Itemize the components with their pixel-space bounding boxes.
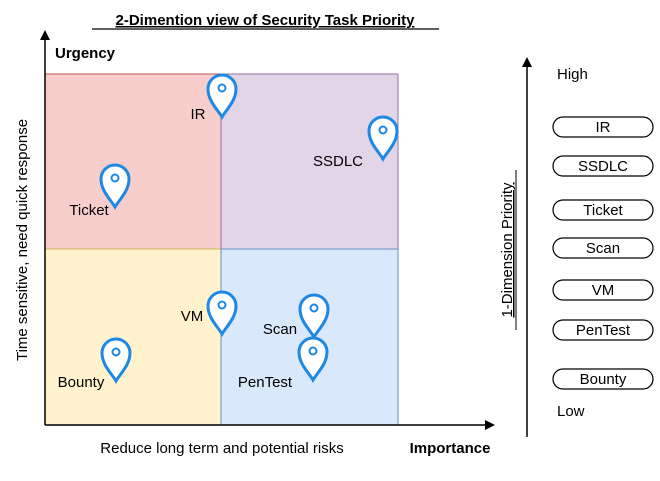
- x-axis-label: Reduce long term and potential risks: [100, 440, 343, 457]
- priority-item-label: Bounty: [580, 371, 627, 388]
- priority-pill: [552, 368, 654, 390]
- marker-label: PenTest: [238, 374, 293, 391]
- priority-pill: [552, 237, 654, 259]
- map-pin-icon: [206, 73, 238, 121]
- map-pin-icon: [100, 337, 132, 385]
- map-pin-icon: [297, 336, 329, 384]
- marker-scan[interactable]: Scan: [263, 293, 330, 341]
- priority-axis-label: 1-Dimension Priority: [499, 182, 516, 318]
- marker-label: IR: [191, 106, 206, 123]
- priority-item-label: IR: [596, 119, 611, 136]
- y-axis-title: Urgency: [55, 45, 116, 62]
- y-axis-label: Time sensitive, need quick response: [14, 119, 31, 361]
- priority-item-label: VM: [592, 282, 615, 299]
- priority-item-label: PenTest: [576, 322, 631, 339]
- priority-list: IR SSDLC Ticket Scan VM PenTest Bounty: [552, 116, 654, 390]
- quadrant-low-urgency-low-importance: [44, 248, 222, 426]
- map-pin-icon: [367, 115, 399, 163]
- marker-layer: IR SSDLC Ticket VM Scan PenTest: [58, 73, 399, 391]
- priority-pill: [552, 199, 654, 221]
- pin-center-dot: [378, 125, 388, 135]
- map-pin-icon: [99, 163, 131, 211]
- marker-label: Bounty: [58, 374, 105, 391]
- priority-high-label: High: [557, 66, 588, 83]
- priority-pill: [552, 155, 654, 177]
- pin-center-dot: [217, 83, 227, 93]
- priority-item-vm[interactable]: VM: [552, 279, 654, 301]
- marker-bounty[interactable]: Bounty: [58, 337, 132, 391]
- priority-pill: [552, 319, 654, 341]
- priority-item-bounty[interactable]: Bounty: [552, 368, 654, 390]
- marker-ssdlc[interactable]: SSDLC: [313, 115, 399, 170]
- priority-item-pentest[interactable]: PenTest: [552, 319, 654, 341]
- marker-label: VM: [181, 308, 204, 325]
- priority-item-ticket[interactable]: Ticket: [552, 199, 654, 221]
- map-pin-icon: [206, 290, 238, 338]
- marker-pentest[interactable]: PenTest: [238, 336, 329, 391]
- marker-label: Ticket: [69, 202, 109, 219]
- marker-vm[interactable]: VM: [181, 290, 238, 338]
- map-pin-icon: [298, 293, 330, 341]
- pin-center-dot: [308, 346, 318, 356]
- marker-label: Scan: [263, 321, 297, 338]
- priority-pill: [552, 116, 654, 138]
- pin-center-dot: [111, 347, 121, 357]
- pin-center-dot: [309, 303, 319, 313]
- x-axis-title: Importance: [410, 440, 491, 457]
- pin-center-dot: [110, 173, 120, 183]
- priority-item-label: SSDLC: [578, 158, 628, 175]
- priority-item-ssdlc[interactable]: SSDLC: [552, 155, 654, 177]
- priority-item-label: Ticket: [583, 202, 623, 219]
- priority-item-ir[interactable]: IR: [552, 116, 654, 138]
- priority-low-label: Low: [557, 403, 585, 420]
- pin-center-dot: [217, 300, 227, 310]
- diagram-title: 2-Dimention view of Security Task Priori…: [116, 12, 416, 29]
- priority-item-label: Scan: [586, 240, 620, 257]
- marker-label: SSDLC: [313, 153, 363, 170]
- priority-item-scan[interactable]: Scan: [552, 237, 654, 259]
- quadrant-urgent-low-importance: [44, 73, 222, 250]
- marker-ir[interactable]: IR: [191, 73, 238, 123]
- marker-ticket[interactable]: Ticket: [69, 163, 131, 219]
- quadrant-urgent-high-importance: [220, 73, 399, 250]
- priority-pill: [552, 279, 654, 301]
